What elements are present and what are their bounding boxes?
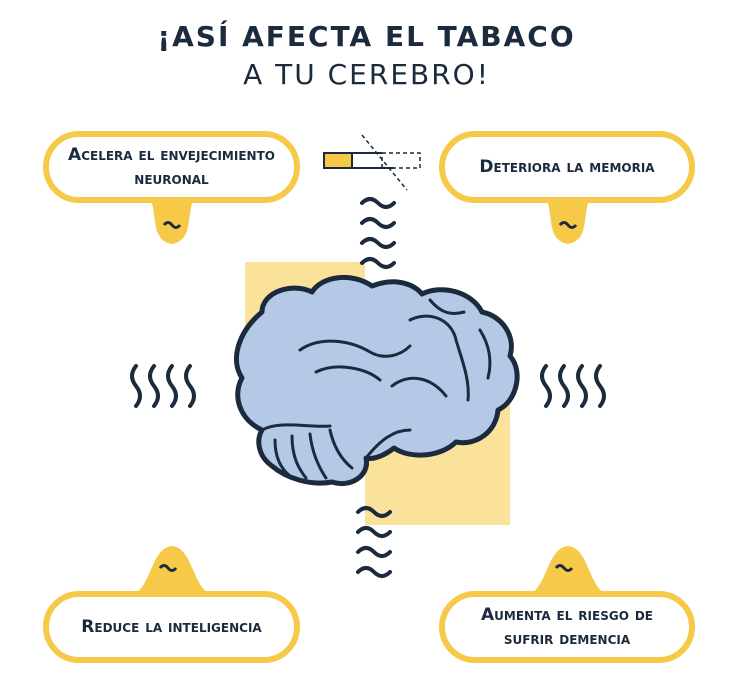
bubble-top-right [439,131,695,244]
title-line-2: A TU CEREBRO! [243,58,490,91]
brain-icon [233,274,520,486]
wave-icons-right [540,364,606,408]
effect-reduces-intelligence: Reduce la inteligencia [81,617,262,637]
cigarette-icon [323,134,421,191]
effect-memory-deterioration: Deteriora la memoria [479,157,655,177]
wave-icons-top [360,197,396,269]
bubble-top-left [43,131,300,244]
bubble-bottom-right [439,546,695,663]
bubble-bottom-left [43,546,300,663]
wave-icons-bottom [356,506,392,578]
title-line-1: ¡ASÍ AFECTA EL TABACO [157,20,576,53]
effect-dementia-risk: Aumenta el riesgo de sufrir demencia [481,605,653,649]
effect-accelerates-aging: Acelera el envejecimiento neuronal [68,145,275,189]
wave-icons-left [130,364,196,408]
